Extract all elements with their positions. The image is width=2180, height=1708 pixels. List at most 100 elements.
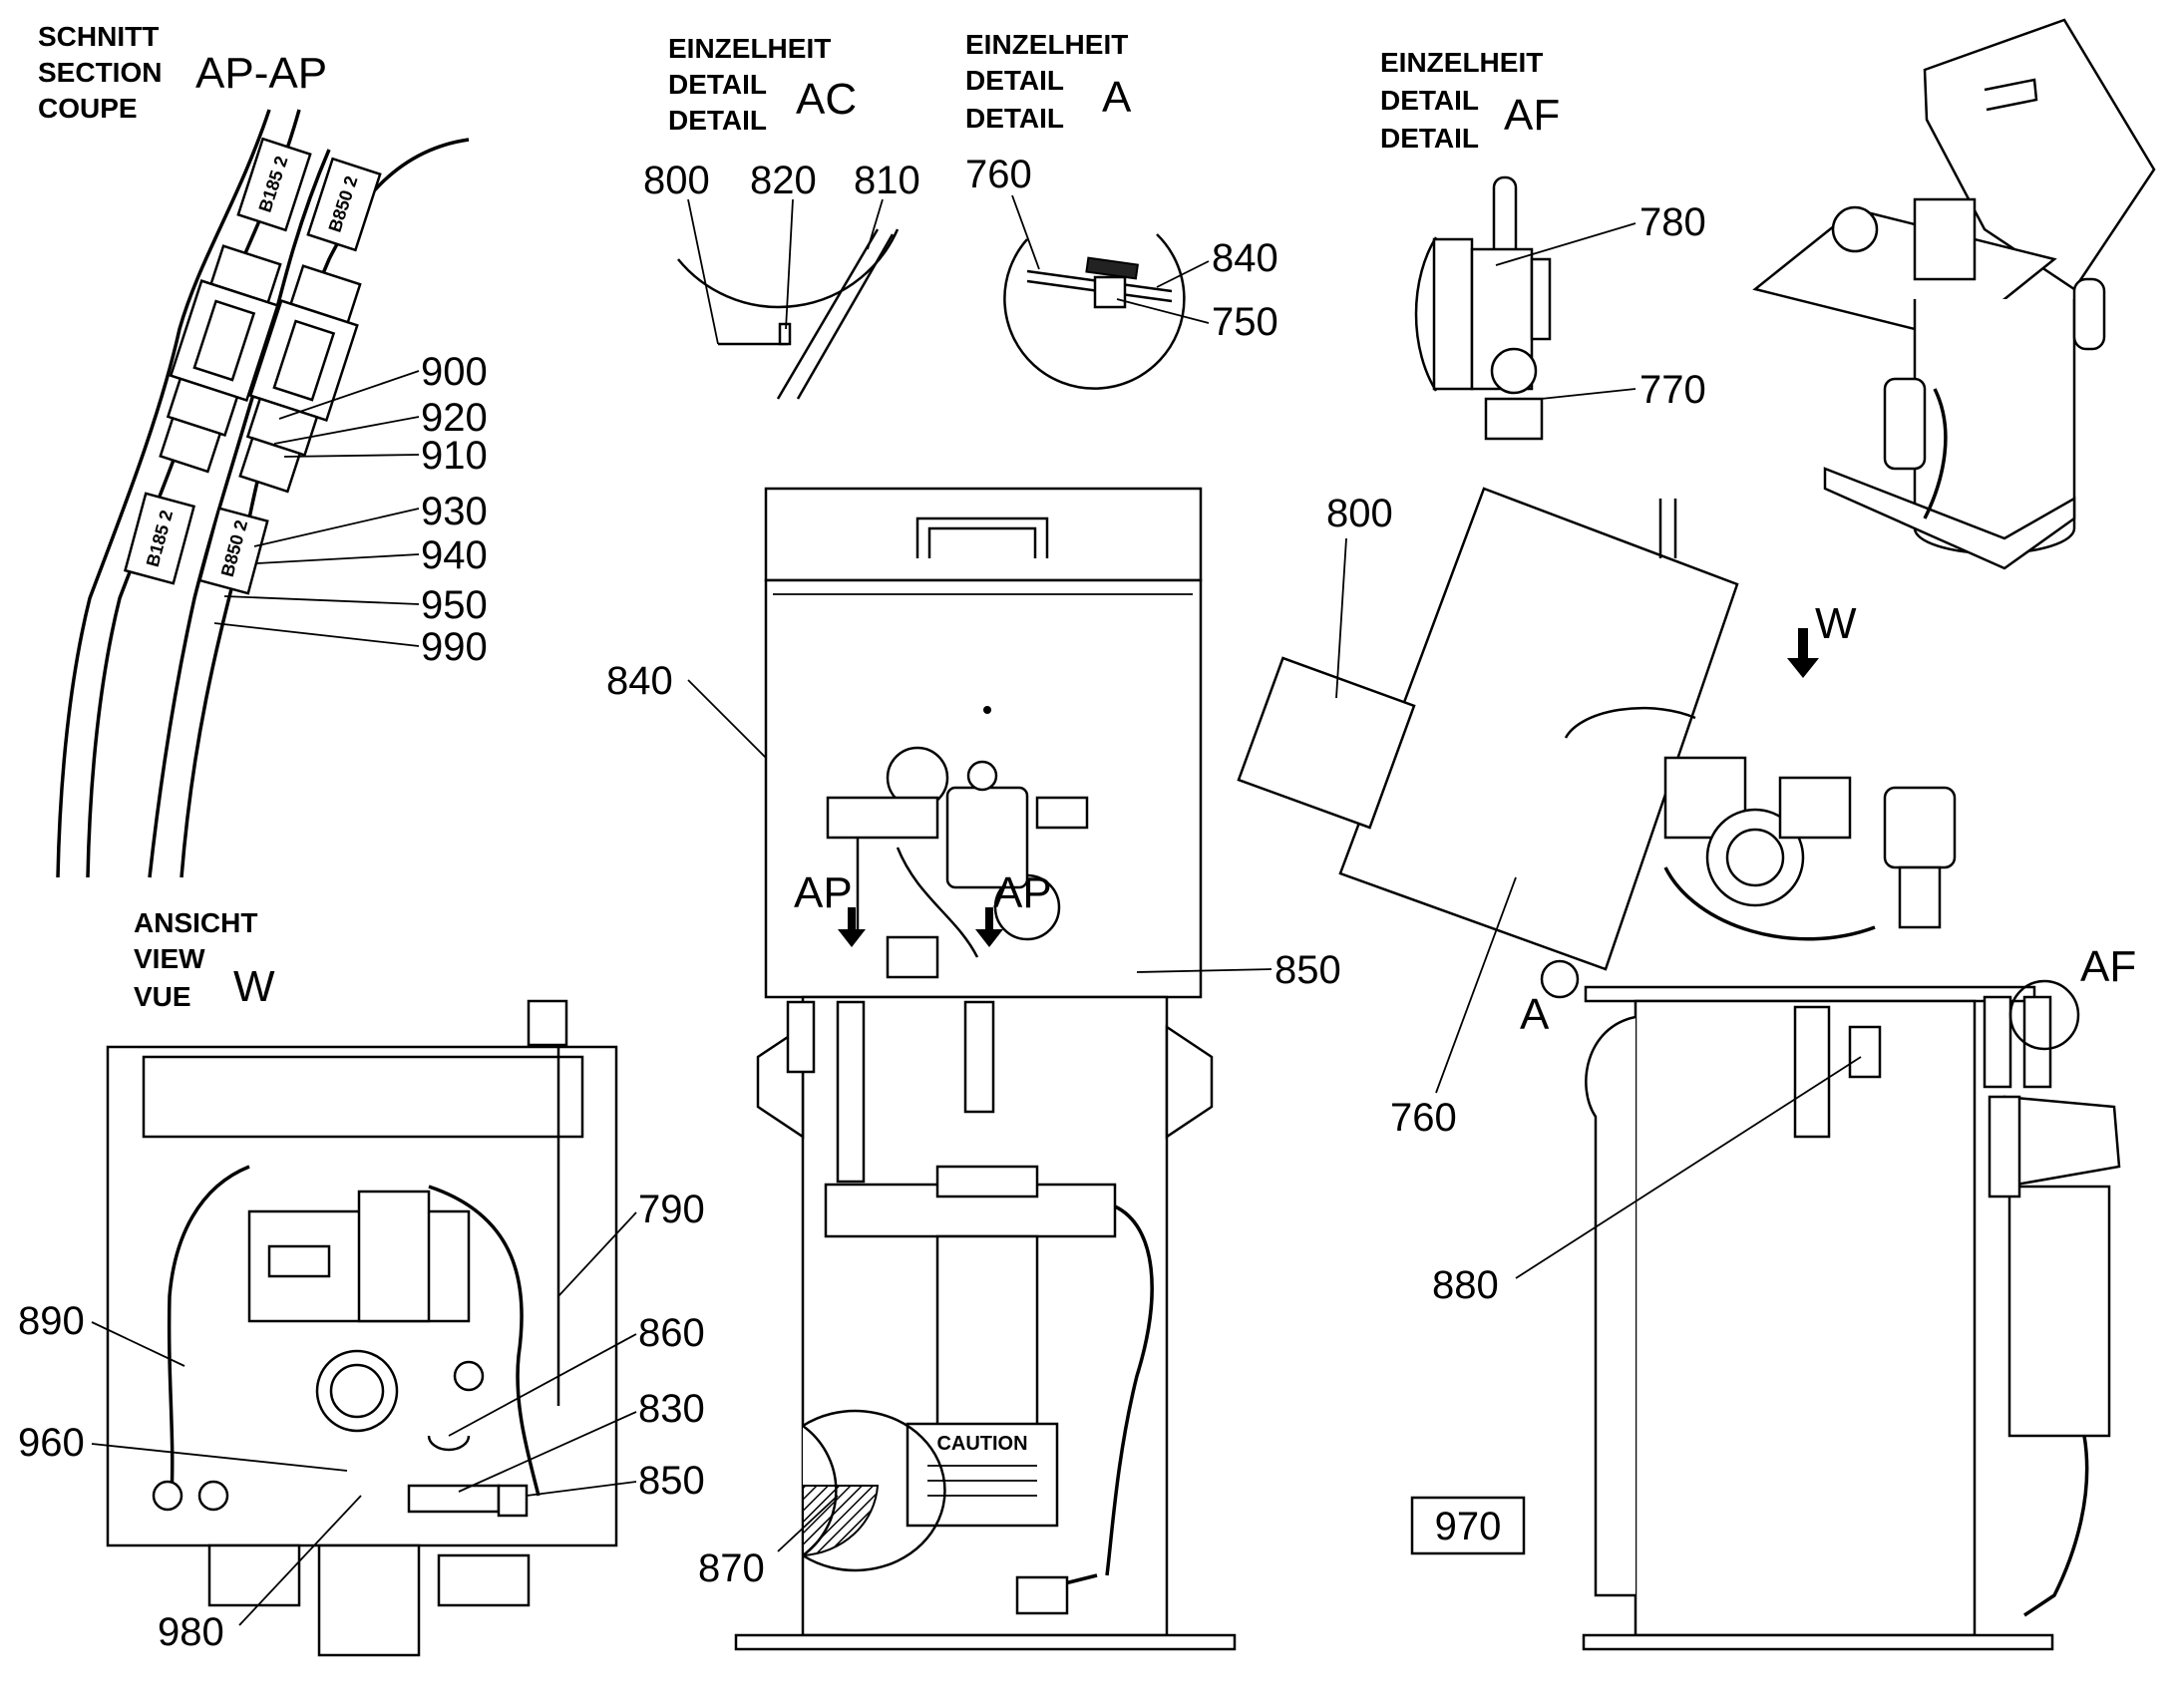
detail-af-circle-arc (1414, 236, 1438, 392)
side-lid-handle (1658, 499, 1677, 558)
view-w-corner-box (527, 999, 568, 1047)
view-w-fitting-left (152, 1480, 183, 1512)
callout-970-box (1410, 1496, 1526, 1555)
front-screw (983, 706, 991, 714)
view-w-filter (357, 1190, 431, 1323)
front-fitting-1 (786, 1000, 816, 1074)
detail-ac-title-line3: DETAIL (668, 105, 767, 136)
callout-850-view-w: 850 (638, 1459, 705, 1503)
iso-filter (1883, 377, 1927, 471)
front-base-plate (734, 1633, 1237, 1651)
leader-780 (1495, 222, 1636, 266)
view-w-title-line3: VUE (134, 981, 191, 1012)
callout-880: 880 (1432, 1263, 1499, 1307)
side-filter-cap (1883, 786, 1957, 869)
callout-840-detail-a: 840 (1212, 236, 1278, 280)
side-filter-head (2002, 1095, 2121, 1189)
callout-940: 940 (421, 533, 488, 577)
caution-plate-text: CAUTION (936, 1433, 1027, 1455)
leader-960 (91, 1443, 348, 1472)
tag-b850-top: B850 2 (306, 157, 382, 252)
leader-750 (1116, 298, 1210, 324)
callout-840-front: 840 (606, 659, 673, 703)
callout-830: 830 (638, 1387, 705, 1431)
detail-ac: EINZELHEIT DETAIL DETAIL AC 800 820 810 (643, 33, 920, 400)
front-lift-lug-right (1165, 1024, 1214, 1140)
callout-800-side: 800 (1326, 492, 1393, 535)
view-w-bottom-fitting-1 (207, 1543, 301, 1607)
detail-af-title-line3: DETAIL (1380, 123, 1479, 154)
side-hose (1663, 866, 1876, 941)
front-cabinet (764, 578, 1203, 999)
iso-pump (1831, 205, 1879, 253)
callout-750: 750 (1212, 300, 1278, 344)
section-ap-id: AP-AP (195, 49, 327, 98)
callout-900: 900 (421, 350, 488, 394)
leader-800-side (1335, 537, 1347, 699)
detail-af-clamp (1432, 237, 1474, 391)
tag-b185-top: B185 2 (236, 137, 312, 232)
leader-800-ac (687, 198, 719, 345)
marker-a-circle (1540, 959, 1580, 999)
leader-950 (223, 595, 420, 605)
view-w-hose-left (167, 1165, 250, 1497)
view-w-connector (497, 1484, 529, 1518)
front-lid (764, 487, 1203, 582)
level-sight-glass-outer (802, 1409, 946, 1572)
hose-right-outer (148, 149, 331, 878)
tag-b185-bottom: B185 2 (123, 492, 196, 585)
front-view: AP AP CAUTION 840 850 870 (606, 487, 1341, 1651)
front-hose (1105, 1204, 1154, 1576)
detail-a-title-line1: EINZELHEIT (965, 29, 1128, 60)
leader-810 (867, 198, 884, 250)
leader-850-view-w (526, 1481, 637, 1497)
caution-plate (906, 1422, 1059, 1528)
detail-ac-panel-edge-1 (776, 228, 880, 400)
callout-760-detail-a: 760 (965, 153, 1032, 196)
section-ap-title-line2: SECTION (38, 57, 162, 88)
side-filter-body (1898, 865, 1942, 929)
callout-980: 980 (158, 1610, 224, 1654)
detail-ac-panel-edge-2 (796, 233, 895, 400)
view-w-bottom-block (317, 1543, 421, 1657)
marker-af: AF (2080, 942, 2136, 991)
leader-860 (448, 1333, 637, 1437)
detail-af-flange (1530, 257, 1552, 341)
detail-af-id: AF (1504, 91, 1560, 140)
front-lid-handle-outer (915, 516, 1049, 558)
detail-a-title-line2: DETAIL (965, 65, 1064, 96)
view-w-hose-right (428, 1185, 541, 1497)
section-ap-title-line3: COUPE (38, 93, 138, 124)
iso-side-part (2072, 277, 2106, 351)
detail-a-circle-arc (1003, 233, 1186, 390)
detail-ac-title-line2: DETAIL (668, 69, 767, 100)
callout-820: 820 (750, 159, 817, 202)
callout-910: 910 (421, 434, 488, 478)
leader-910 (283, 454, 420, 458)
leader-940 (256, 553, 420, 564)
view-w-bottom-fitting-2 (437, 1553, 531, 1607)
callout-990: 990 (421, 625, 488, 669)
leader-790 (557, 1211, 637, 1297)
marker-ap-right: AP (993, 868, 1052, 917)
callout-960: 960 (18, 1421, 85, 1465)
detail-ac-clip (778, 322, 792, 346)
arrow-ap-right (975, 907, 1003, 947)
leader-990 (213, 622, 420, 647)
pump-block (886, 935, 939, 979)
iso-hose (1923, 388, 1948, 519)
leader-830 (458, 1411, 637, 1493)
callout-970: 970 (1435, 1505, 1502, 1548)
isometric-view (1752, 18, 2156, 570)
leader-930 (253, 508, 420, 547)
callout-800-detail-ac: 800 (643, 159, 710, 202)
detail-ac-title-line1: EINZELHEIT (668, 33, 831, 64)
front-lid-handle-inner (927, 526, 1037, 558)
view-w-motor-inner (329, 1363, 385, 1419)
side-lid-shadow (1564, 706, 1696, 739)
leader-760-side (1435, 876, 1517, 1094)
side-view: W A AF 800 760 880 (1237, 487, 2136, 1651)
callout-780: 780 (1639, 200, 1706, 244)
side-outlet-hose (2023, 1435, 2089, 1617)
